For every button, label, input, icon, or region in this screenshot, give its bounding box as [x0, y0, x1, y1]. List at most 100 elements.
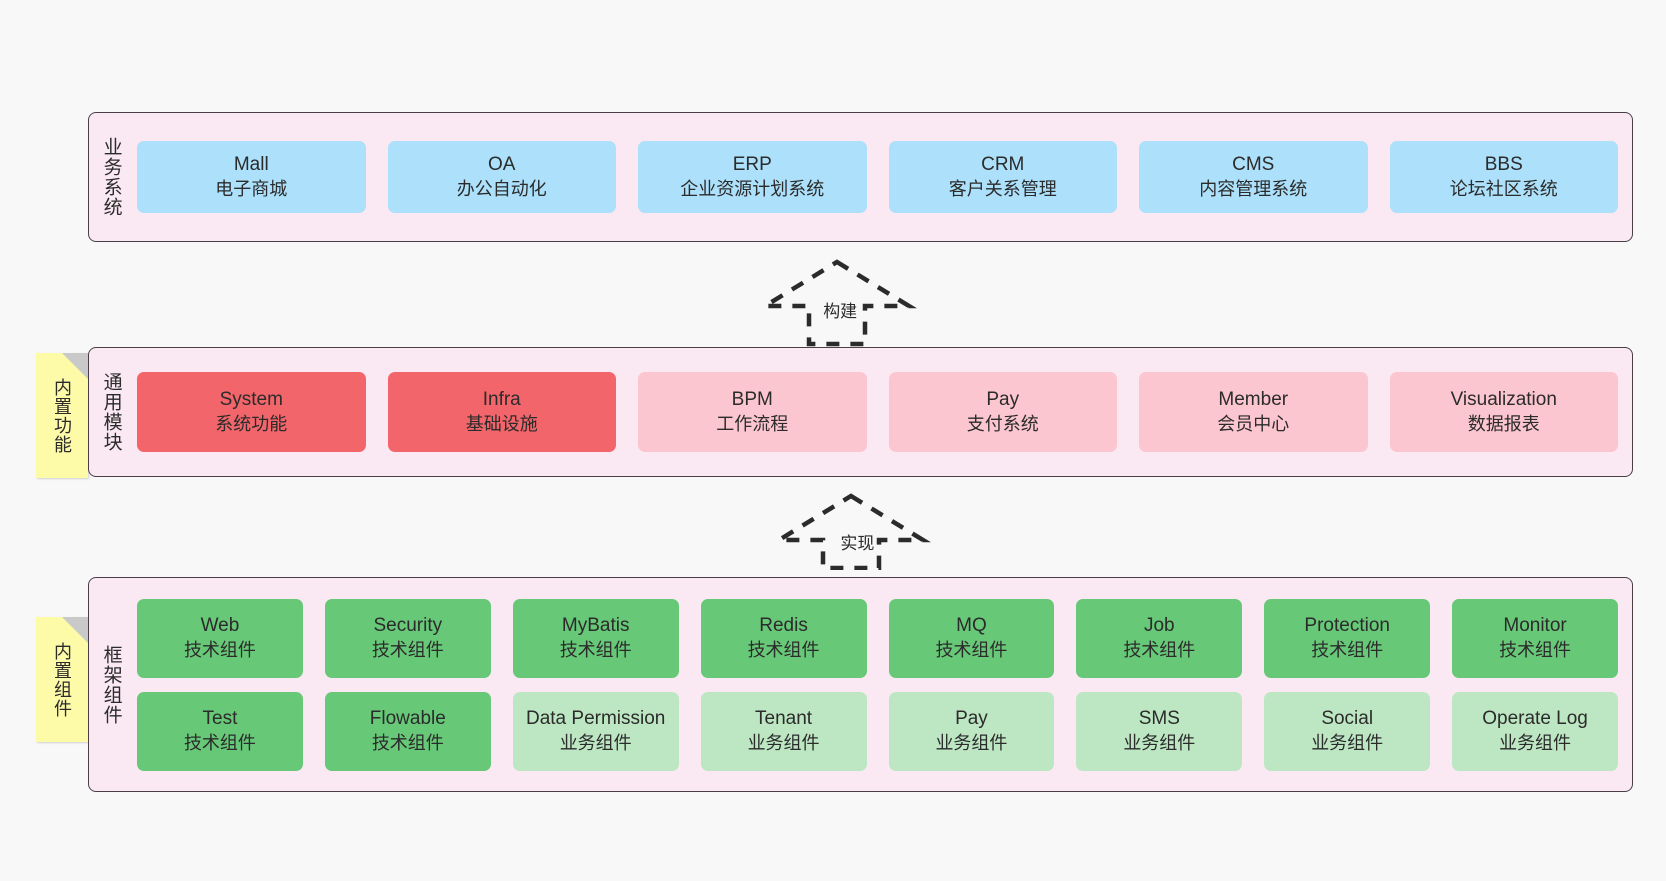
layer-title-framework-component: 框架组件: [100, 644, 122, 725]
sticky-note-builtin-function: 内置功能: [36, 353, 88, 478]
card-test[interactable]: Test 技术组件: [137, 691, 303, 771]
card-title: BBS: [1484, 154, 1523, 176]
layer-body-business-system: Mall 电子商城 OA 办公自动化 ERP 企业资源计划系统 CRM 客户关系…: [133, 113, 1632, 241]
card-subtitle: 基础设施: [465, 413, 538, 434]
card-title: Tenant: [755, 708, 813, 730]
card-title: Social: [1321, 708, 1374, 730]
card-tenant[interactable]: Tenant 业务组件: [700, 691, 867, 771]
card-web[interactable]: Web 技术组件: [137, 598, 303, 678]
card-oa[interactable]: OA 办公自动化: [387, 141, 616, 213]
card-title: Pay: [955, 708, 988, 730]
sticky-note-builtin-component: 内置组件: [36, 617, 88, 742]
card-monitor[interactable]: Monitor 技术组件: [1452, 598, 1618, 678]
layer-framework-component: 框架组件 Web 技术组件 Security 技术组件 MyBatis 技术组件…: [88, 577, 1633, 792]
card-bbs[interactable]: BBS 论坛社区系统: [1389, 141, 1618, 213]
card-protection[interactable]: Protection 技术组件: [1264, 598, 1431, 678]
layer-common-module: 通用模块 System 系统功能 Infra 基础设施 BPM 工作流程 Pay…: [88, 347, 1633, 477]
card-mall[interactable]: Mall 电子商城: [137, 141, 366, 213]
card-subtitle: 内容管理系统: [1199, 178, 1308, 199]
card-title: Test: [202, 708, 238, 730]
card-crm[interactable]: CRM 客户关系管理: [888, 141, 1117, 213]
card-subtitle: 技术组件: [1311, 639, 1384, 660]
card-subtitle: 业务组件: [1311, 732, 1384, 753]
card-title: Operate Log: [1482, 708, 1588, 730]
arrow-build: 构建: [757, 256, 917, 348]
sticky-note-label: 内置功能: [52, 377, 72, 454]
card-system[interactable]: System 系统功能: [137, 372, 366, 452]
sticky-note-label: 内置组件: [52, 641, 72, 718]
arrow-build-label: 构建: [823, 302, 858, 321]
layer-body-framework-component: Web 技术组件 Security 技术组件 MyBatis 技术组件 Redi…: [133, 578, 1632, 791]
card-security[interactable]: Security 技术组件: [324, 598, 491, 678]
card-subtitle: 技术组件: [371, 639, 444, 660]
row-business-1: Mall 电子商城 OA 办公自动化 ERP 企业资源计划系统 CRM 客户关系…: [137, 141, 1618, 213]
card-title: OA: [488, 154, 516, 176]
layer-title-business-system: 业务系统: [100, 137, 122, 217]
card-title: Flowable: [369, 708, 446, 730]
card-title: System: [219, 389, 283, 411]
card-visualization[interactable]: Visualization 数据报表: [1389, 372, 1618, 452]
layer-body-common-module: System 系统功能 Infra 基础设施 BPM 工作流程 Pay 支付系统…: [133, 348, 1632, 476]
card-flowable[interactable]: Flowable 技术组件: [324, 691, 491, 771]
card-redis[interactable]: Redis 技术组件: [700, 598, 867, 678]
card-title: CMS: [1232, 154, 1275, 176]
card-subtitle: 业务组件: [1123, 732, 1196, 753]
card-subtitle: 技术组件: [183, 732, 256, 753]
card-sms[interactable]: SMS 业务组件: [1076, 691, 1243, 771]
card-infra[interactable]: Infra 基础设施: [387, 372, 616, 452]
card-title: Web: [200, 615, 240, 637]
card-title: CRM: [981, 154, 1025, 176]
row-common-1: System 系统功能 Infra 基础设施 BPM 工作流程 Pay 支付系统…: [137, 372, 1618, 452]
card-subtitle: 办公自动化: [456, 178, 547, 199]
card-title: Infra: [482, 389, 521, 411]
card-subtitle: 企业资源计划系统: [680, 178, 825, 199]
card-subtitle: 技术组件: [183, 639, 256, 660]
card-subtitle: 论坛社区系统: [1449, 178, 1558, 199]
card-title: Pay: [986, 389, 1020, 411]
card-title: Data Permission: [525, 708, 666, 730]
card-title: BPM: [731, 389, 773, 411]
card-subtitle: 业务组件: [747, 732, 820, 753]
page-fold-icon: [62, 353, 88, 379]
card-data-permission[interactable]: Data Permission 业务组件: [512, 691, 679, 771]
card-subtitle: 技术组件: [1123, 639, 1196, 660]
card-title: Mall: [233, 154, 269, 176]
card-subtitle: 技术组件: [1499, 639, 1572, 660]
card-title: ERP: [732, 154, 772, 176]
page-fold-icon: [62, 617, 88, 643]
card-subtitle: 技术组件: [747, 639, 820, 660]
card-member[interactable]: Member 会员中心: [1139, 372, 1368, 452]
card-social[interactable]: Social 业务组件: [1264, 691, 1431, 771]
card-erp[interactable]: ERP 企业资源计划系统: [638, 141, 867, 213]
card-title: SMS: [1138, 708, 1180, 730]
card-subtitle: 业务组件: [559, 732, 632, 753]
card-title: Protection: [1304, 615, 1390, 637]
card-subtitle: 系统功能: [215, 413, 288, 434]
card-subtitle: 会员中心: [1217, 413, 1290, 434]
card-mq[interactable]: MQ 技术组件: [888, 598, 1055, 678]
arrow-implement: 实现: [771, 490, 931, 570]
card-title: MyBatis: [561, 615, 630, 637]
card-title: Visualization: [1450, 389, 1557, 411]
card-cms[interactable]: CMS 内容管理系统: [1139, 141, 1368, 213]
card-title: Redis: [759, 615, 808, 637]
card-operate-log[interactable]: Operate Log 业务组件: [1452, 691, 1618, 771]
card-subtitle: 技术组件: [935, 639, 1008, 660]
card-subtitle: 业务组件: [935, 732, 1008, 753]
card-pay-common[interactable]: Pay 支付系统: [888, 372, 1117, 452]
row-framework-2: Test 技术组件 Flowable 技术组件 Data Permission …: [137, 691, 1618, 771]
card-subtitle: 数据报表: [1467, 413, 1540, 434]
card-title: MQ: [956, 615, 987, 637]
card-subtitle: 工作流程: [716, 413, 789, 434]
card-pay-business[interactable]: Pay 业务组件: [888, 691, 1055, 771]
card-title: Monitor: [1503, 615, 1567, 637]
card-subtitle: 客户关系管理: [948, 178, 1057, 199]
layer-business-system: 业务系统 Mall 电子商城 OA 办公自动化 ERP 企业资源计划系统 CRM…: [88, 112, 1633, 242]
card-job[interactable]: Job 技术组件: [1076, 598, 1243, 678]
layer-title-common-module: 通用模块: [100, 372, 122, 452]
card-mybatis[interactable]: MyBatis 技术组件: [512, 598, 679, 678]
card-title: Security: [373, 615, 443, 637]
card-subtitle: 电子商城: [215, 178, 288, 199]
card-bpm[interactable]: BPM 工作流程: [638, 372, 867, 452]
